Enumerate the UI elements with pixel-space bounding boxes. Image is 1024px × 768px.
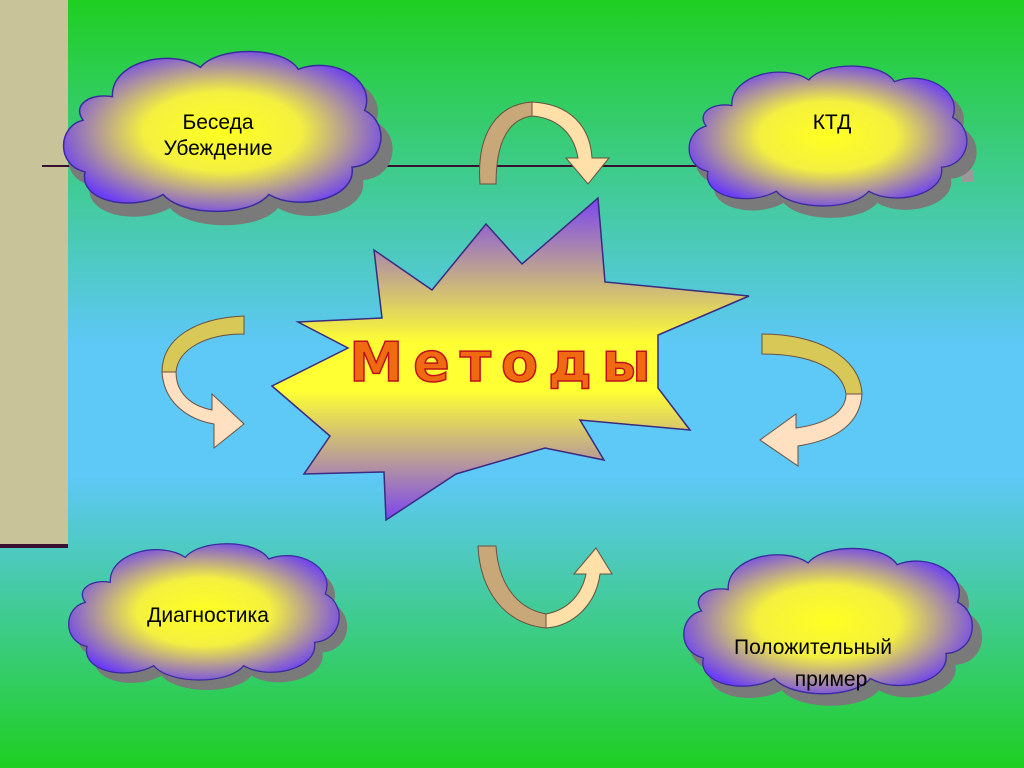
label-top-right-line1: КТД <box>812 111 852 134</box>
curved-arrow-left <box>161 315 245 450</box>
side-bar <box>0 0 68 546</box>
curved-arrow-right <box>759 333 863 467</box>
explosion-star <box>270 196 750 522</box>
label-bottom-right-line1: Положительный <box>733 636 892 659</box>
label-bottom-right: Положительный пример <box>706 632 920 696</box>
curved-arrow-top <box>479 101 611 185</box>
label-top-left-line2: Убеждение <box>163 137 273 160</box>
curved-arrow-bottom <box>477 545 613 629</box>
label-bottom-left: Диагностика <box>124 603 292 629</box>
label-bottom-right-line2: пример <box>794 668 868 691</box>
center-title: Методы <box>349 331 660 394</box>
label-top-left-line1: Беседа <box>182 111 254 134</box>
label-top-left: Беседа Убеждение <box>140 110 296 162</box>
label-top-right: КТД <box>790 110 874 136</box>
label-bottom-left-line1: Диагностика <box>147 604 269 627</box>
